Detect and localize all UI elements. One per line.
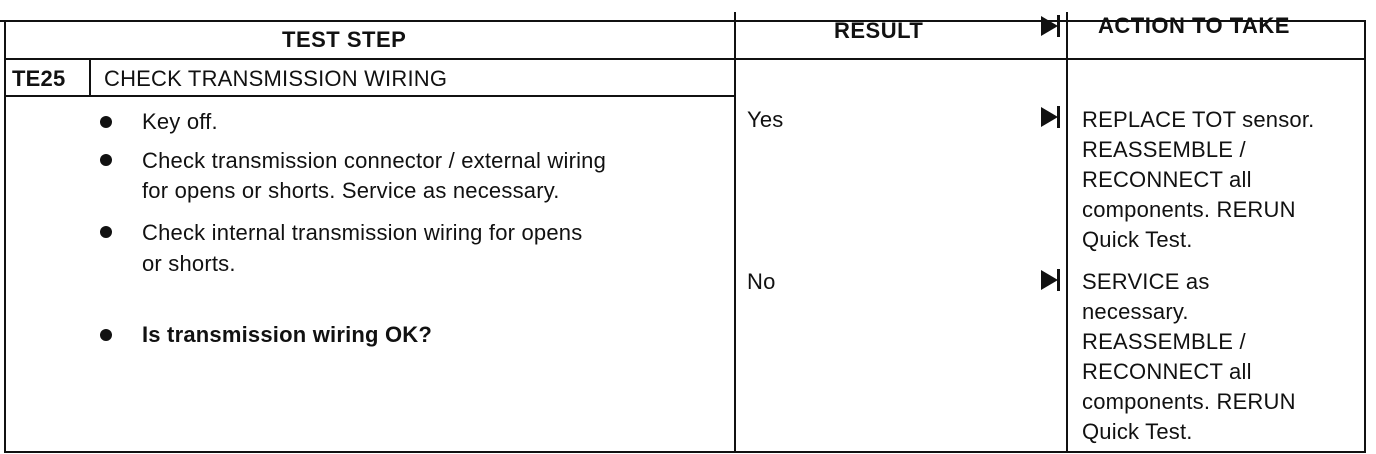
- left-border-rule: [4, 20, 6, 453]
- step-question: Is transmission wiring OK?: [142, 322, 433, 347]
- yes-action-line-4: components. RERUN: [1082, 197, 1296, 222]
- no-action-line-5: components. RERUN: [1082, 389, 1296, 414]
- code-box-divider: [89, 58, 91, 97]
- step-bullet-1-line-1: Key off.: [142, 109, 218, 134]
- bullet-icon: [100, 116, 112, 128]
- result-no: No: [747, 269, 776, 294]
- header-test-step: TEST STEP: [282, 27, 407, 52]
- no-action-line-2: necessary.: [1082, 299, 1189, 324]
- step-bullet-2-line-1: Check transmission connector / external …: [142, 148, 607, 173]
- right-border-rule: [1364, 20, 1366, 453]
- bullet-icon: [100, 226, 112, 238]
- no-action-line-1: SERVICE as: [1082, 269, 1210, 294]
- bottom-border-rule: [4, 451, 1366, 453]
- yes-action-line-1: REPLACE TOT sensor.: [1082, 107, 1315, 132]
- header-bottom-rule: [4, 58, 1366, 60]
- step-bullet-2-line-2: for opens or shorts. Service as necessar…: [142, 178, 560, 203]
- header-action-to-take: ACTION TO TAKE: [1098, 13, 1290, 38]
- result-action-divider: [1066, 12, 1068, 453]
- bullet-icon: [100, 329, 112, 341]
- top-border-rule: [0, 20, 1366, 22]
- step-bullet-3-line-2: or shorts.: [142, 251, 236, 276]
- step-code: TE25: [12, 66, 66, 91]
- no-action-line-3: REASSEMBLE /: [1082, 329, 1246, 354]
- result-yes: Yes: [747, 107, 784, 132]
- header-result: RESULT: [834, 18, 924, 43]
- step-title: CHECK TRANSMISSION WIRING: [104, 66, 448, 91]
- yes-action-line-5: Quick Test.: [1082, 227, 1193, 252]
- no-action-line-4: RECONNECT all: [1082, 359, 1252, 384]
- step-result-divider: [734, 12, 736, 453]
- yes-action-line-2: REASSEMBLE /: [1082, 137, 1246, 162]
- yes-action-line-3: RECONNECT all: [1082, 167, 1252, 192]
- step-bullet-3-line-1: Check internal transmission wiring for o…: [142, 220, 583, 245]
- no-action-line-6: Quick Test.: [1082, 419, 1193, 444]
- bullet-icon: [100, 154, 112, 166]
- step-title-bottom-rule: [4, 95, 736, 97]
